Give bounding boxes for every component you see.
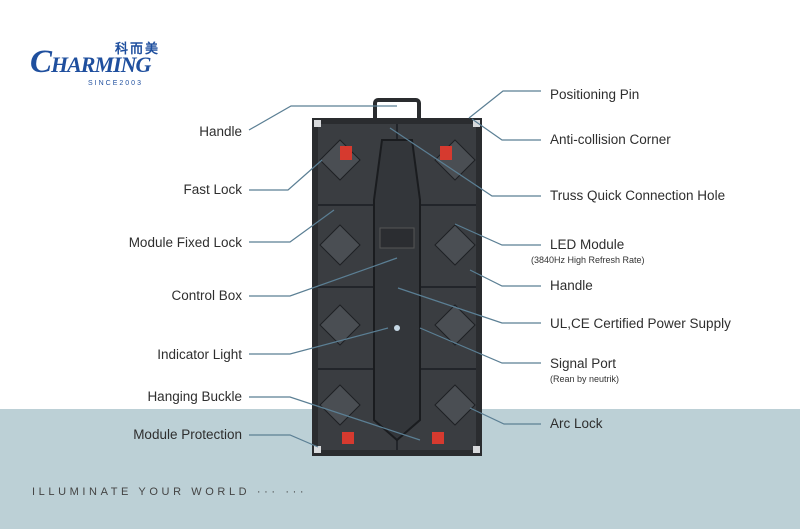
label-positioning-pin: Positioning Pin bbox=[550, 87, 640, 102]
callout-lines bbox=[248, 90, 541, 448]
label-signal-port-sub: (Rean by neutrik) bbox=[550, 374, 620, 384]
label-module-protection: Module Protection bbox=[133, 427, 242, 442]
tagline: ILLUMINATE YOUR WORLD ··· ··· bbox=[32, 486, 308, 498]
label-power-supply: UL,CE Certified Power Supply bbox=[550, 316, 731, 331]
control-box-label-plate bbox=[379, 227, 415, 249]
label-led-module-sub: (3840Hz High Refresh Rate) bbox=[531, 255, 645, 265]
control-box-shape bbox=[373, 139, 421, 442]
indicator-dot bbox=[394, 325, 400, 331]
label-fast-lock: Fast Lock bbox=[183, 182, 242, 197]
label-arc-lock: Arc Lock bbox=[550, 416, 603, 431]
label-led-module: LED Module bbox=[550, 237, 625, 252]
brand-cn: 科而美 bbox=[115, 41, 161, 56]
label-handle-right: Handle bbox=[550, 278, 593, 293]
label-signal-port: Signal Port bbox=[550, 356, 617, 371]
label-truss-quick-connection-hole: Truss Quick Connection Hole bbox=[550, 188, 726, 203]
label-hanging-buckle: Hanging Buckle bbox=[147, 389, 242, 404]
label-module-fixed-lock: Module Fixed Lock bbox=[128, 235, 242, 250]
corner-pins bbox=[314, 120, 480, 453]
brand-since: SINCE2003 bbox=[88, 80, 143, 87]
brand-logo: 科而美 CHARMING SINCE2003 bbox=[30, 38, 200, 96]
label-handle-left: Handle bbox=[199, 124, 242, 139]
label-control-box: Control Box bbox=[171, 288, 242, 303]
brand-name: CHARMING bbox=[30, 44, 151, 80]
label-anti-collision-corner: Anti-collision Corner bbox=[550, 132, 671, 147]
label-indicator-light: Indicator Light bbox=[157, 347, 242, 362]
red-locks bbox=[340, 146, 452, 444]
